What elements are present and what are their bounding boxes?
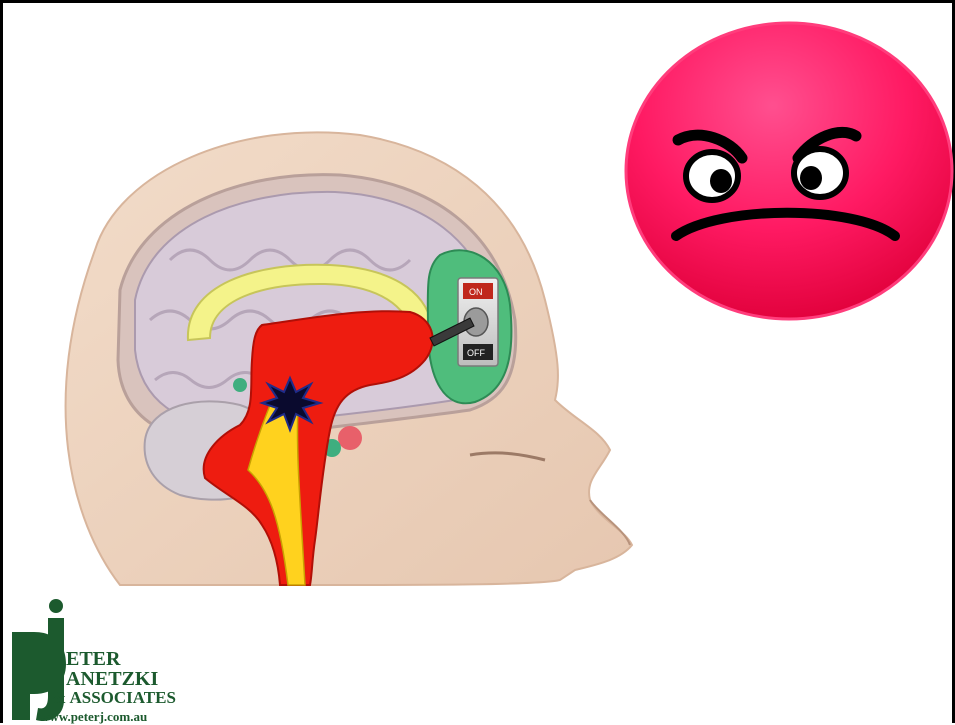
logo-line3: & ASSOCIATES [52, 688, 176, 708]
switch-off-label: OFF [467, 348, 485, 358]
logo-j-dot [49, 599, 63, 613]
angry-face-icon [626, 23, 952, 319]
right-pupil [800, 166, 822, 190]
switch-on-label: ON [469, 287, 483, 297]
face-circle [626, 23, 952, 319]
small-nucleus-green [233, 378, 247, 392]
left-pupil [710, 169, 732, 193]
logo-url[interactable]: www.peterj.com.au [40, 709, 147, 725]
small-nucleus-pink [338, 426, 362, 450]
